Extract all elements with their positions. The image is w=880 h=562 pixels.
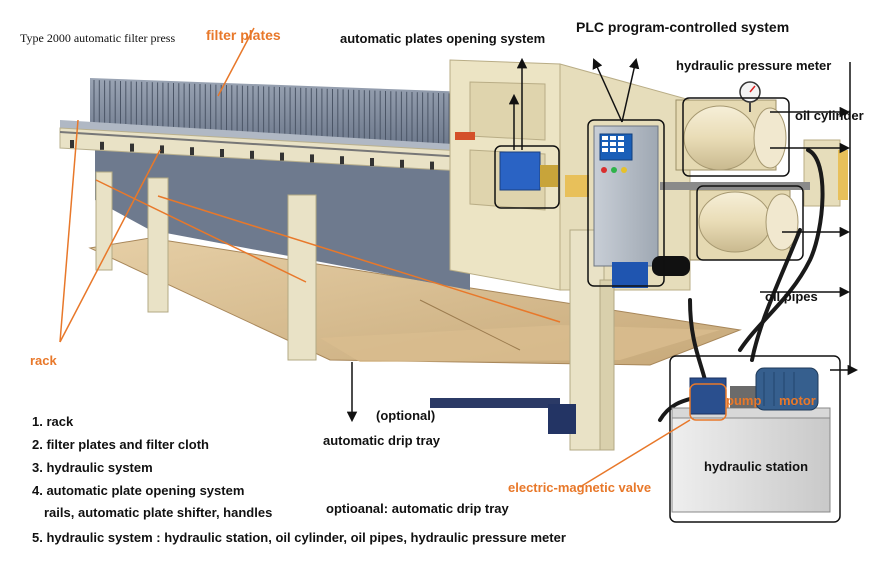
label-plc-system: PLC program-controlled system bbox=[576, 19, 790, 35]
plate-shifter bbox=[499, 151, 558, 191]
parts-list-item-1: 1. rack bbox=[32, 414, 74, 429]
pressure-gauge bbox=[739, 81, 761, 112]
label-oil-pipes: oil pipes bbox=[765, 289, 818, 304]
parts-list-item-2: 2. filter plates and filter cloth bbox=[32, 437, 209, 452]
plate-handle bbox=[310, 154, 314, 163]
rack-legs bbox=[95, 171, 615, 451]
label-magnetic-valve: electric-magnetic valve bbox=[508, 480, 652, 495]
hydraulic-station-unit bbox=[671, 367, 831, 513]
plate-handle bbox=[190, 147, 194, 156]
label-optional: (optional) bbox=[376, 408, 436, 423]
label-motor: motor bbox=[779, 393, 816, 408]
parts-list-item-4-detail: rails, automatic plate shifter, handles bbox=[44, 505, 273, 520]
label-oil-cylinder: oil cylinder bbox=[795, 108, 864, 123]
plate-handle bbox=[430, 161, 434, 170]
label-drip-tray: automatic drip tray bbox=[323, 433, 441, 448]
leader-lines bbox=[59, 27, 691, 488]
label-pressure-meter: hydraulic pressure meter bbox=[676, 58, 832, 73]
plate-handle bbox=[220, 149, 224, 157]
label-pump: pump bbox=[726, 393, 762, 408]
parts-list-item-3: 3. hydraulic system bbox=[32, 460, 153, 475]
plc-cabinet bbox=[593, 125, 690, 288]
diagram-title: Type 2000 automatic filter press bbox=[20, 31, 176, 45]
plate-handle bbox=[130, 143, 134, 152]
label-optional-drip-tray: optioanal: automatic drip tray bbox=[326, 501, 509, 516]
label-rack: rack bbox=[30, 353, 57, 368]
drip-tray-actuator bbox=[430, 398, 576, 434]
plate-handle bbox=[250, 150, 254, 159]
parts-list-item-4: 4. automatic plate opening system bbox=[32, 483, 245, 498]
plate-handle bbox=[160, 145, 164, 154]
plate-handle bbox=[400, 159, 404, 168]
plate-handle bbox=[70, 140, 74, 148]
plate-handle bbox=[100, 141, 104, 150]
callout-arrows bbox=[346, 57, 859, 423]
plate-handle bbox=[370, 158, 374, 166]
label-plates-opening-system: automatic plates opening system bbox=[340, 31, 546, 46]
label-filter-plates: filter plates bbox=[206, 27, 281, 43]
label-hydraulic-station: hydraulic station bbox=[704, 459, 809, 474]
plate-handle bbox=[280, 152, 284, 161]
side-beam bbox=[59, 127, 481, 173]
plate-handle bbox=[340, 156, 344, 165]
parts-list-item-5: 5. hydraulic system : hydraulic station,… bbox=[32, 530, 566, 545]
callout-boxes bbox=[494, 97, 841, 523]
